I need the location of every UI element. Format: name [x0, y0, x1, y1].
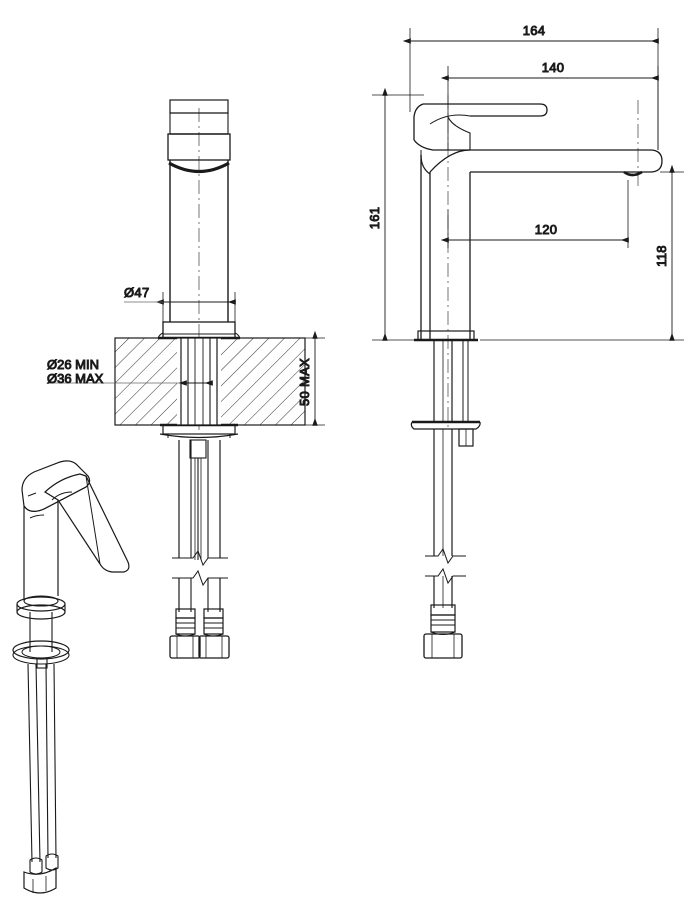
side-supply-hose	[425, 429, 466, 608]
side-spout	[420, 149, 663, 340]
side-mounting-nut	[410, 420, 481, 447]
side-hose-connector	[423, 604, 463, 659]
iso-shank	[29, 612, 53, 652]
iso-handle	[21, 460, 91, 512]
dimension-161	[372, 87, 424, 341]
iso-supply-hoses	[27, 663, 57, 863]
side-shank	[433, 340, 469, 422]
dimension-140	[440, 66, 659, 150]
dimension-164-label: 164	[523, 23, 546, 38]
isometric-view	[12, 460, 130, 894]
dimension-118-label: 118	[654, 245, 669, 267]
dimension-deck-thickness-label: 50 MAX	[297, 358, 312, 406]
dimension-118	[480, 164, 684, 341]
dimension-120	[440, 180, 629, 248]
dimension-120-label: 120	[535, 222, 558, 237]
side-handle	[413, 103, 548, 151]
dimension-140-label: 140	[542, 60, 565, 75]
side-elevation-view	[410, 95, 663, 659]
hole-max-label: Ø36 MAX	[47, 371, 104, 386]
side-base-flange	[414, 330, 478, 342]
deck-section	[114, 337, 306, 426]
dimension-base-diameter-label: Ø47	[124, 285, 149, 300]
front-body	[169, 160, 229, 322]
iso-escutcheon	[16, 596, 66, 620]
hole-min-label: Ø26 MIN	[47, 357, 99, 372]
front-supply-hoses	[172, 440, 228, 612]
iso-hose-connectors	[23, 853, 59, 894]
dimension-deck-thickness	[305, 330, 325, 426]
iso-spout	[44, 473, 130, 573]
iso-body	[23, 500, 59, 607]
front-hose-connectors	[169, 608, 230, 659]
iso-mounting-nut	[12, 640, 70, 669]
dimension-164	[402, 28, 659, 150]
dimension-base-diameter	[124, 292, 236, 326]
front-popup-rod	[189, 439, 207, 560]
dimension-161-label: 161	[367, 207, 382, 230]
